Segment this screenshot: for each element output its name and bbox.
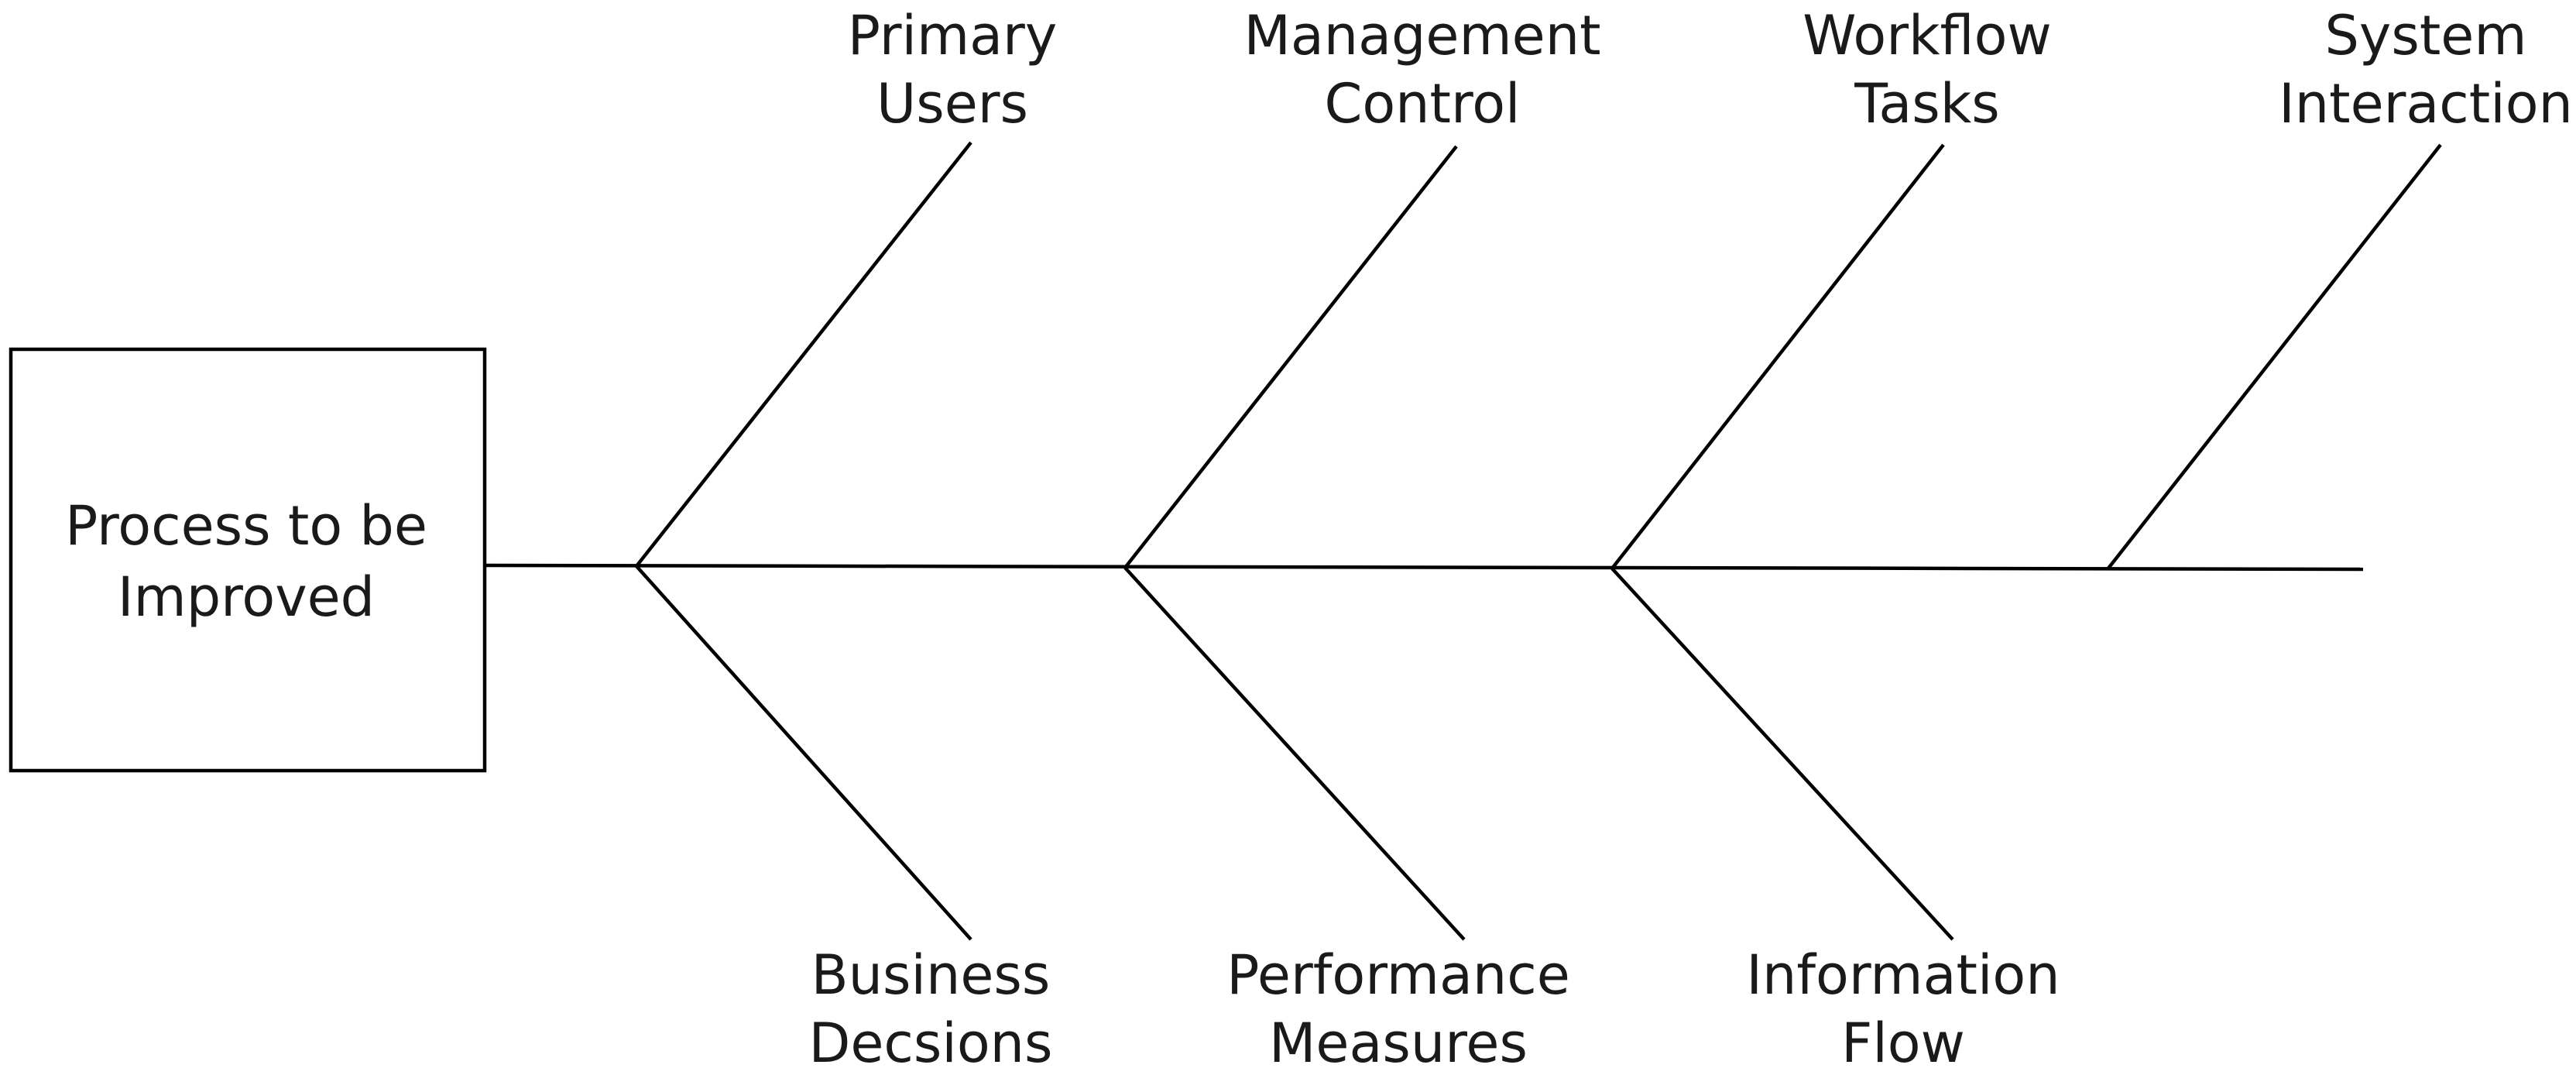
cause-label-workflow-tasks: Workflow Tasks [1803, 4, 2051, 136]
cause-label-line: Decsions [808, 1011, 1052, 1075]
effect-box-frame [9, 347, 487, 773]
cause-label-business-decisions: Business Decsions [808, 943, 1052, 1075]
cause-label-line: Primary [848, 4, 1058, 67]
branch-business-decisions [635, 565, 972, 941]
cause-label-line: Interaction [2279, 72, 2573, 136]
cause-label-line: Flow [1841, 1011, 1965, 1075]
spine-line [485, 563, 2364, 572]
branch-management-control [1123, 145, 1458, 569]
effect-label-line-1: Process to be [65, 494, 427, 558]
cause-label-line: Workflow [1803, 4, 2051, 67]
branch-performance-measures [1123, 566, 1466, 941]
cause-label-line: Performance [1226, 943, 1570, 1007]
cause-label-line: Information [1746, 943, 2060, 1007]
cause-label-management-control: Management Control [1243, 4, 1600, 136]
branch-information-flow [1610, 567, 1954, 941]
effect-label-line-2: Improved [118, 565, 375, 629]
cause-label-system-interaction: System Interaction [2279, 4, 2573, 136]
cause-label-line: Management [1243, 4, 1600, 67]
cause-label-performance-measures: Performance Measures [1226, 943, 1570, 1075]
cause-label-line: Business [811, 943, 1051, 1007]
cause-label-line: System [2324, 4, 2526, 67]
cause-label-line: Measures [1269, 1011, 1528, 1075]
cause-label-information-flow: Information Flow [1746, 943, 2060, 1075]
cause-label-primary-users: Primary Users [848, 4, 1058, 136]
cause-label-line: Users [876, 72, 1028, 136]
cause-label-line: Control [1324, 72, 1520, 136]
effect-box: Process to be Improved [9, 347, 487, 773]
branch-workflow-tasks [1610, 143, 1945, 570]
branch-system-interaction [2106, 143, 2442, 571]
branch-primary-users [635, 141, 972, 568]
cause-label-line: Tasks [1854, 72, 2000, 136]
